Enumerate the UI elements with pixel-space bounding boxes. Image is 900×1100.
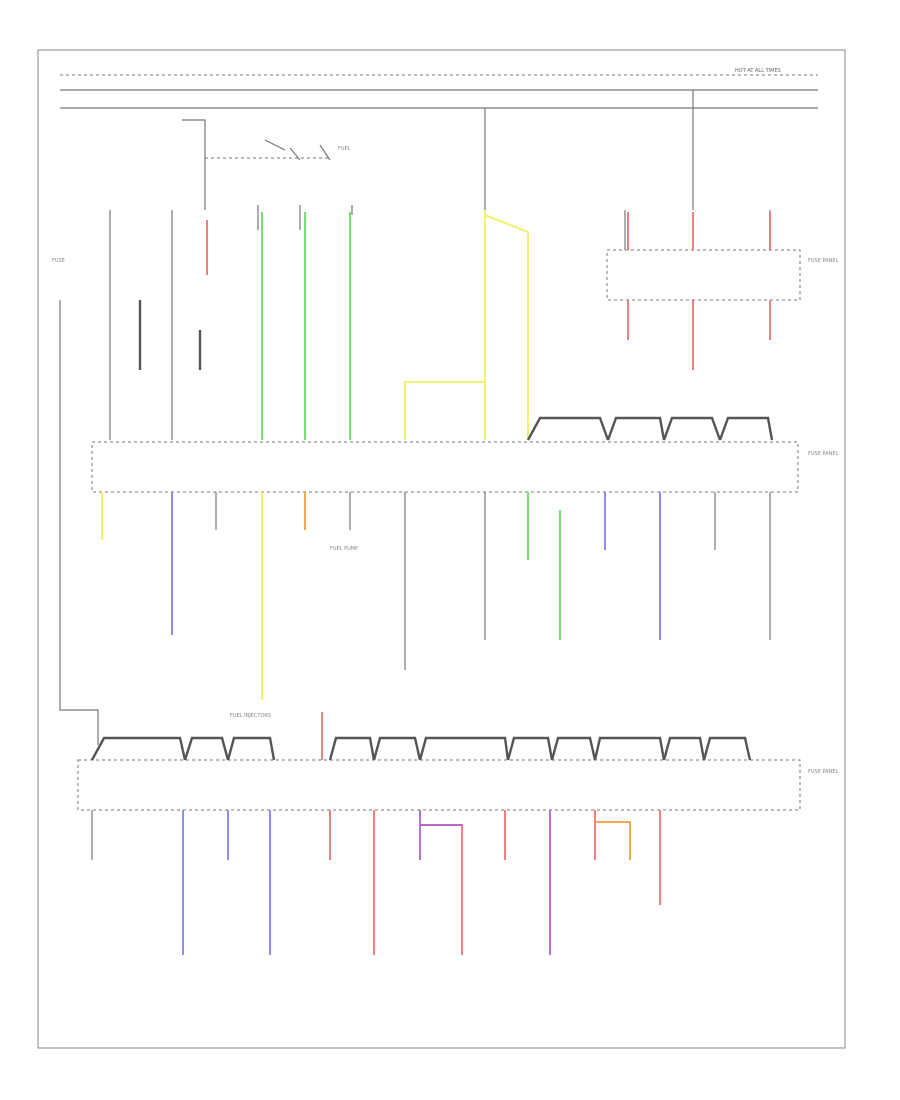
fuel-injectors-label: FUEL INJECTORS bbox=[230, 713, 271, 719]
svg-text:FUSE: FUSE bbox=[52, 258, 65, 264]
fuel-pump-label: FUEL PUMP bbox=[330, 546, 358, 552]
yellow-feed bbox=[404, 210, 529, 440]
fuse-panel-bottom: FUSE PANEL bbox=[77, 712, 838, 811]
bottom-drops bbox=[91, 810, 661, 955]
left-branch: FUSE bbox=[52, 258, 99, 745]
diagram-frame bbox=[37, 49, 846, 1049]
fuse-panel-middle-label: FUSE PANEL bbox=[808, 451, 838, 457]
fuse-panel-top-label: FUSE PANEL bbox=[808, 258, 838, 264]
left-feeds bbox=[109, 210, 351, 440]
fuse-panel-bottom-label: FUSE PANEL bbox=[808, 769, 838, 775]
svg-text:FUEL: FUEL bbox=[338, 146, 351, 152]
middle-drops: FUEL INJECTORS FUEL PUMP bbox=[101, 492, 771, 719]
header-title: HOT AT ALL TIMES bbox=[735, 68, 781, 74]
ignition-switch: FUEL bbox=[182, 119, 353, 230]
fuse-panel-top-right: FUSE PANEL bbox=[606, 212, 838, 370]
fuse-panel-middle: FUSE PANEL bbox=[91, 416, 838, 493]
